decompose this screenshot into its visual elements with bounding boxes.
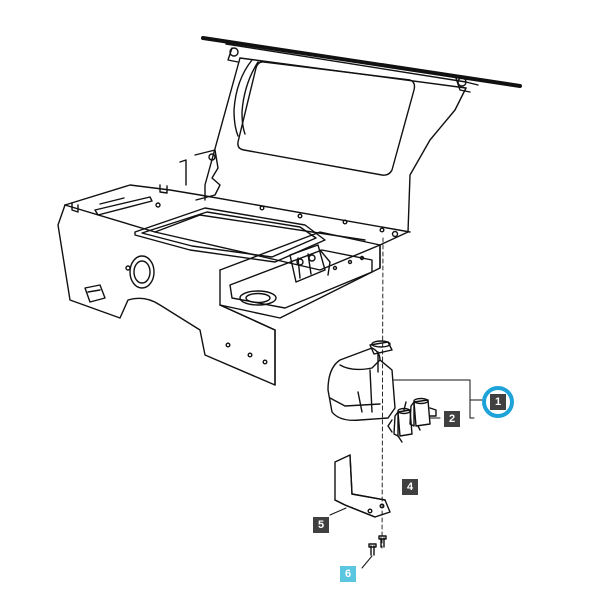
callout-5[interactable]: 5 (313, 517, 329, 533)
mounting-bracket[interactable] (334, 454, 391, 518)
assembly-axis (381, 237, 384, 549)
side-panel (57, 204, 276, 386)
cowl-deck (64, 184, 411, 271)
callout-6[interactable]: 6 (340, 566, 356, 582)
washer-reservoir[interactable] (327, 340, 396, 422)
leader-lines (329, 379, 483, 569)
tray-box (219, 231, 381, 319)
callout-2[interactable]: 2 (444, 411, 460, 427)
callout-1[interactable]: 1 (490, 394, 506, 410)
selected-callout-ring (482, 386, 514, 418)
callout-4[interactable]: 4 (402, 479, 418, 495)
windshield-frame (179, 36, 522, 233)
screws[interactable] (368, 535, 387, 556)
washer-pump[interactable] (387, 397, 437, 443)
